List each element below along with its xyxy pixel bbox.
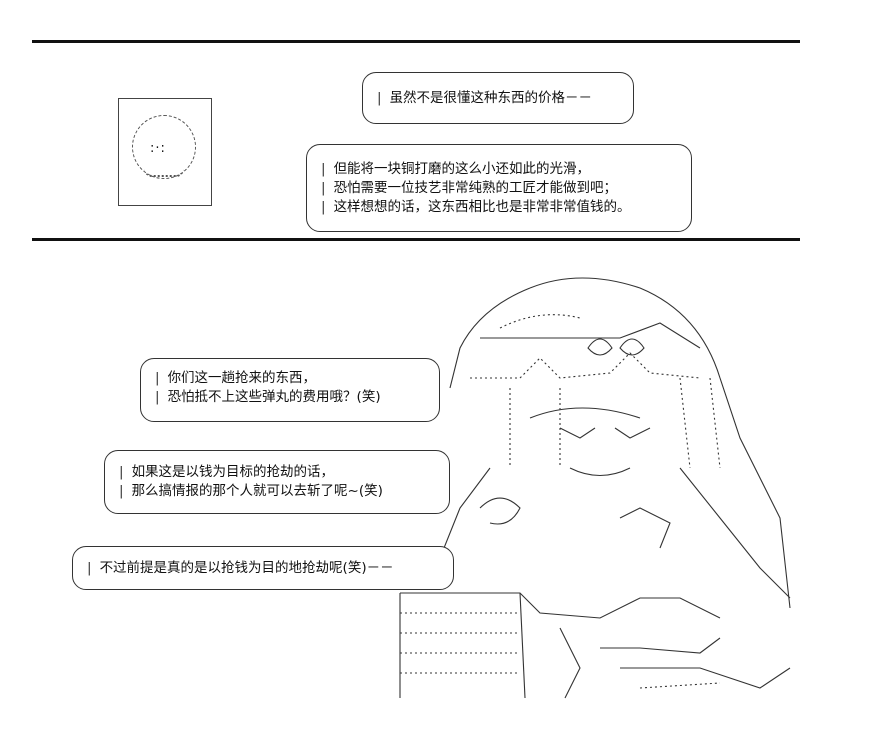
bottom-divider [32, 238, 800, 241]
bubble-line: 这样想想的话，这东西相比也是非常非常值钱的。 [321, 198, 677, 217]
bubble-line: 恐怕抵不上这些弹丸的费用哦？(笑) [155, 388, 425, 407]
bubble-line: 虽然不是很懂这种东西的价格－－ [377, 89, 619, 108]
smiling-face-icon: :·: [118, 98, 212, 206]
top-divider [32, 40, 800, 43]
speech-bubble-top-1: 虽然不是很懂这种东西的价格－－ [362, 72, 634, 124]
face-outline [132, 115, 196, 179]
face-eyes: :·: [150, 141, 166, 156]
bubble-line: 那么搞情报的那个人就可以去斩了呢~(笑) [119, 482, 435, 501]
ascii-art-character [380, 268, 800, 700]
speech-bubble-top-2: 但能将一块铜打磨的这么小还如此的光滑， 恐怕需要一位技艺非常纯熟的工匠才能做到吧… [306, 144, 692, 232]
bubble-line: 但能将一块铜打磨的这么小还如此的光滑， [321, 160, 677, 179]
face-mouth [144, 169, 184, 177]
bubble-line: 不过前提是真的是以抢钱为目的地抢劫呢(笑)－－ [87, 559, 439, 578]
speech-bubble-bottom-3: 不过前提是真的是以抢钱为目的地抢劫呢(笑)－－ [72, 546, 454, 590]
bubble-line: 你们这一趟抢来的东西， [155, 369, 425, 388]
bubble-line: 如果这是以钱为目标的抢劫的话， [119, 463, 435, 482]
speech-bubble-bottom-1: 你们这一趟抢来的东西， 恐怕抵不上这些弹丸的费用哦？(笑) [140, 358, 440, 422]
bubble-line: 恐怕需要一位技艺非常纯熟的工匠才能做到吧； [321, 179, 677, 198]
speech-bubble-bottom-2: 如果这是以钱为目标的抢劫的话， 那么搞情报的那个人就可以去斩了呢~(笑) [104, 450, 450, 514]
